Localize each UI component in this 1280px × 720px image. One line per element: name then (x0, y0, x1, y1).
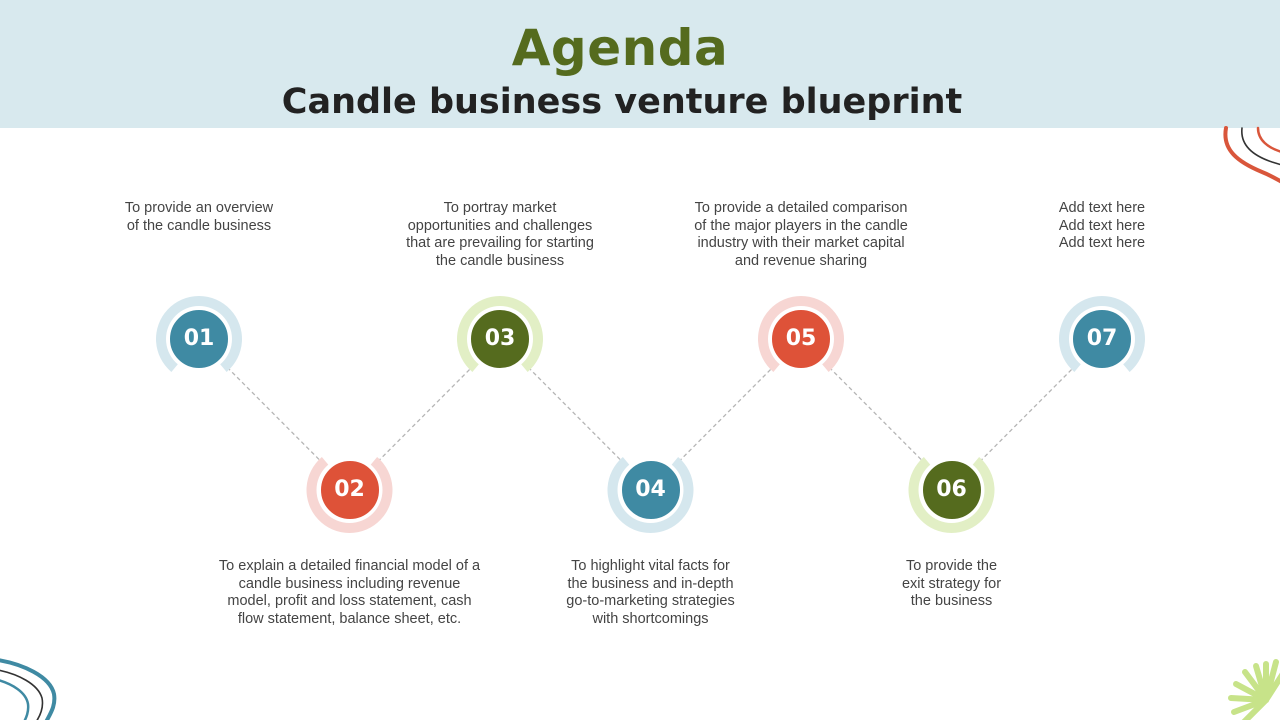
step-number-badge: 01 (168, 308, 230, 370)
step-description: To portray market opportunities and chal… (406, 200, 594, 269)
step-description: To explain a detailed financial model of… (218, 558, 481, 627)
connector-line (221, 361, 327, 468)
step-number-badge: 04 (619, 459, 682, 521)
connector-line (673, 361, 779, 468)
squiggle-top-right (1223, 126, 1280, 184)
step-description: To provide the exit strategy for the bus… (901, 558, 1002, 610)
leaf-bottom-right (1228, 659, 1280, 720)
step-description: To provide a detailed comparison of the … (694, 200, 908, 269)
step-description: Add text here Add text here Add text her… (1058, 200, 1146, 252)
step-description: To provide an overview of the candle bus… (124, 200, 274, 234)
connector-line (522, 361, 628, 468)
squiggle-bottom-left (0, 658, 57, 720)
page-subtitle: Candle business venture blueprint (281, 82, 963, 122)
step-number-badge: 03 (469, 308, 531, 370)
connector-line (974, 361, 1080, 468)
step-description: To highlight vital facts for the busines… (566, 558, 735, 627)
step-number-badge: 07 (1071, 308, 1133, 370)
connector-line (372, 361, 478, 468)
connector-lines (221, 361, 1080, 468)
connector-line (823, 361, 929, 468)
page-title: Agenda (511, 19, 729, 77)
step-number-badge: 05 (770, 308, 832, 370)
step-number-badge: 06 (920, 459, 983, 521)
header-banner (0, 0, 1280, 128)
step-number-badge: 02 (318, 459, 381, 521)
